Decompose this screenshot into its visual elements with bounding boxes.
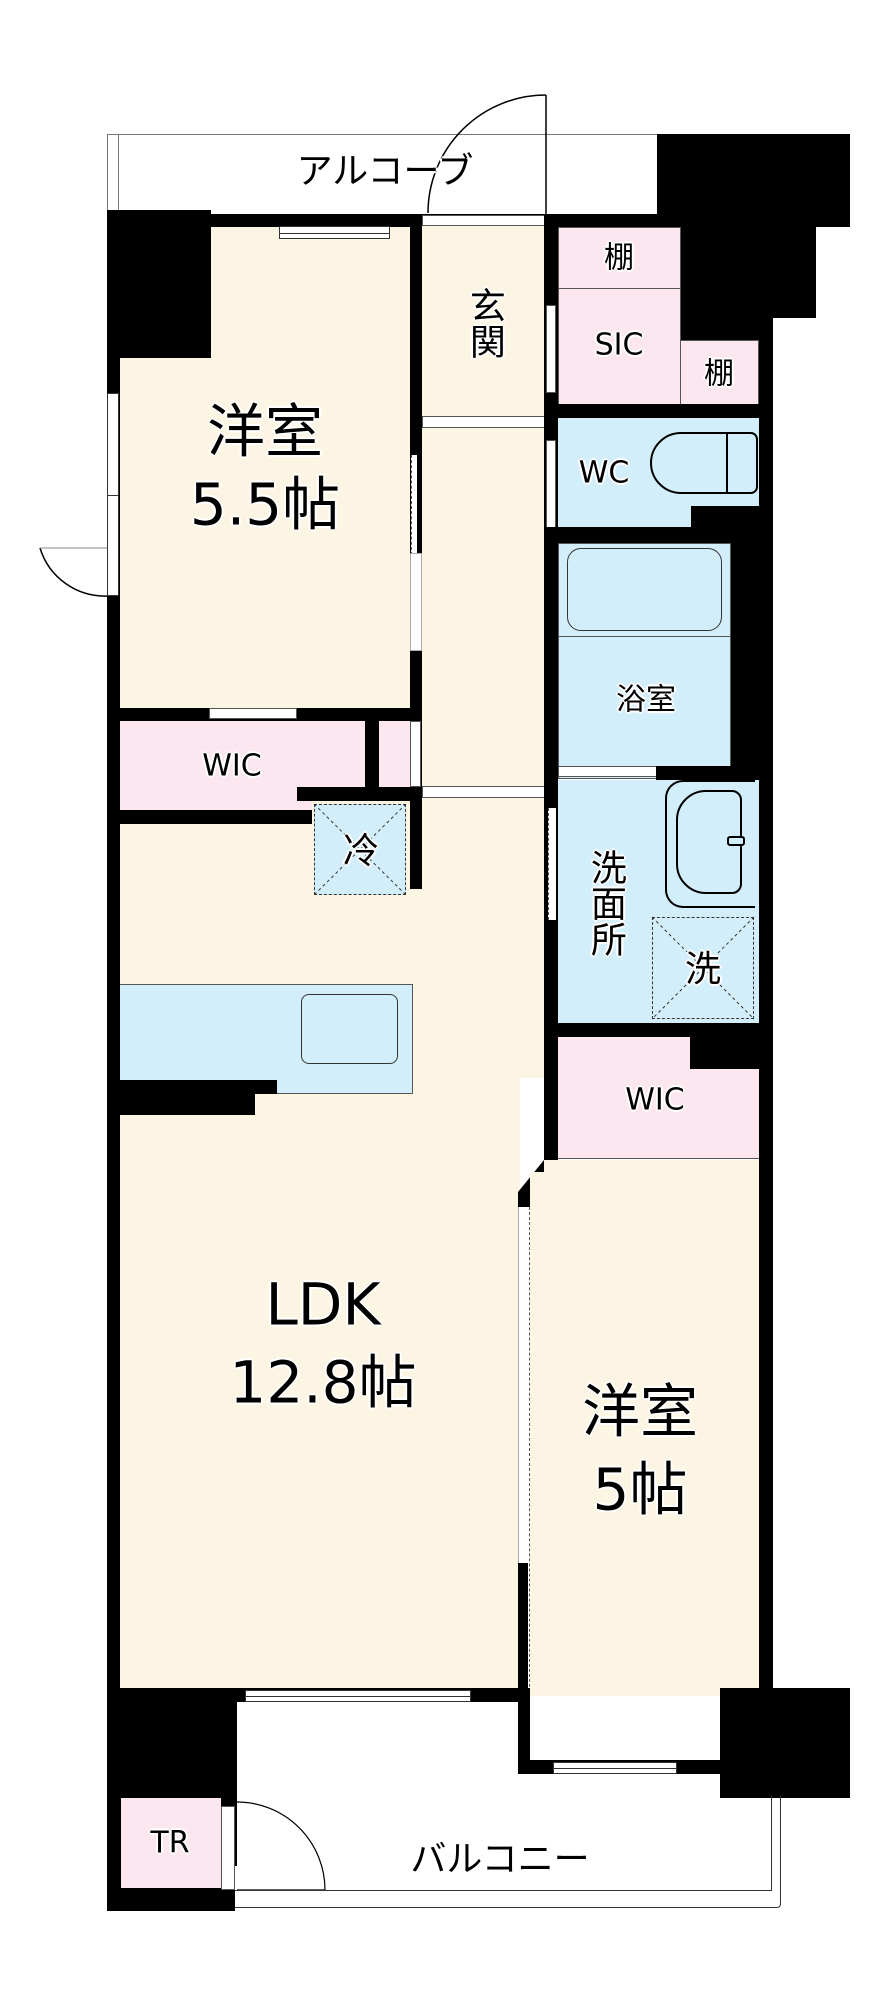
window — [245, 1690, 471, 1702]
toilet-tank — [726, 432, 728, 494]
balcony-label: バルコニー — [410, 1839, 590, 1881]
wc-label: WC — [578, 455, 630, 491]
interior-wall — [544, 1023, 773, 1037]
trunk-room-label: TR — [150, 1825, 190, 1861]
washroom-label: 洗面所 — [584, 849, 626, 957]
washbasin-icon — [665, 780, 755, 908]
door-frame — [209, 708, 297, 719]
bathroom-label: 浴室 — [616, 682, 676, 718]
interior-wall — [365, 721, 379, 791]
washer-space — [652, 917, 754, 1019]
faucet-icon — [727, 836, 745, 846]
balcony-rail — [235, 1796, 772, 1891]
interior-wall — [410, 801, 422, 889]
sink-icon — [301, 994, 398, 1064]
western-room-1 — [211, 227, 410, 359]
wic-left-nook — [379, 721, 410, 791]
interior-wall — [107, 810, 312, 824]
interior-wall — [544, 404, 773, 418]
bath-divider — [558, 636, 731, 637]
trunk-room — [121, 1798, 221, 1888]
entrance-label: 玄関 — [463, 287, 505, 359]
refrigerator-label: 冷 — [342, 831, 380, 873]
left-wall — [107, 226, 120, 1706]
right-wall — [546, 214, 773, 228]
bathroom — [558, 543, 731, 779]
structural-column — [657, 226, 816, 318]
western-room-2 — [544, 1160, 759, 1174]
bathtub-icon — [567, 548, 722, 631]
alcove-inner-line — [118, 134, 119, 228]
shelf-top-label: 棚 — [604, 240, 634, 276]
ldk-label: LDK — [265, 1270, 381, 1339]
sliding-door — [411, 455, 417, 555]
door-frame — [410, 721, 421, 787]
sic-label: SIC — [594, 327, 644, 363]
interior-wall — [656, 766, 773, 780]
structural-column — [107, 210, 211, 358]
bottom-wall — [518, 1688, 530, 1773]
western-room-1-label: 洋室 — [206, 397, 324, 466]
interior-wall — [297, 787, 422, 801]
kitchen-counter — [120, 984, 413, 1094]
balcony — [235, 1796, 781, 1908]
tr-wall — [221, 1796, 235, 1806]
interior-wall — [690, 1037, 773, 1069]
sliding-door — [548, 808, 556, 920]
western-room-2-label: 洋室 — [581, 1377, 699, 1446]
window — [279, 226, 390, 239]
tr-wall — [107, 1796, 121, 1911]
wic-right-label: WIC — [625, 1082, 685, 1118]
tr-door-frame — [221, 1806, 235, 1890]
structural-column — [720, 1688, 850, 1798]
toilet-icon — [650, 432, 758, 494]
sliding-door — [410, 553, 422, 651]
corridor — [422, 428, 546, 808]
kitchen-wall — [107, 1094, 255, 1115]
ldk — [422, 798, 544, 1078]
western-room-1-size: 5.5帖 — [189, 470, 341, 539]
window — [107, 393, 119, 596]
washroom — [558, 780, 759, 1023]
western-room-2-size: 5帖 — [592, 1455, 688, 1524]
door-frame — [546, 305, 556, 393]
refrigerator-space — [314, 804, 406, 895]
interior-wall — [731, 543, 773, 779]
entrance — [422, 226, 546, 416]
western-room-1 — [120, 358, 410, 708]
wic-left-label: WIC — [202, 748, 262, 784]
alcove-label: アルコーブ — [296, 151, 474, 193]
interior-wall — [544, 1037, 558, 1162]
ldk-size: 12.8帖 — [229, 1348, 417, 1417]
western-room-2 — [530, 1172, 759, 1696]
washer-label: 洗 — [684, 949, 722, 991]
shelf-small-label: 棚 — [704, 356, 734, 392]
interior-wall — [544, 527, 773, 543]
structural-column — [657, 134, 850, 227]
interior-wall — [518, 1563, 528, 1703]
window — [553, 1762, 677, 1774]
kitchen-wall — [107, 1080, 277, 1094]
